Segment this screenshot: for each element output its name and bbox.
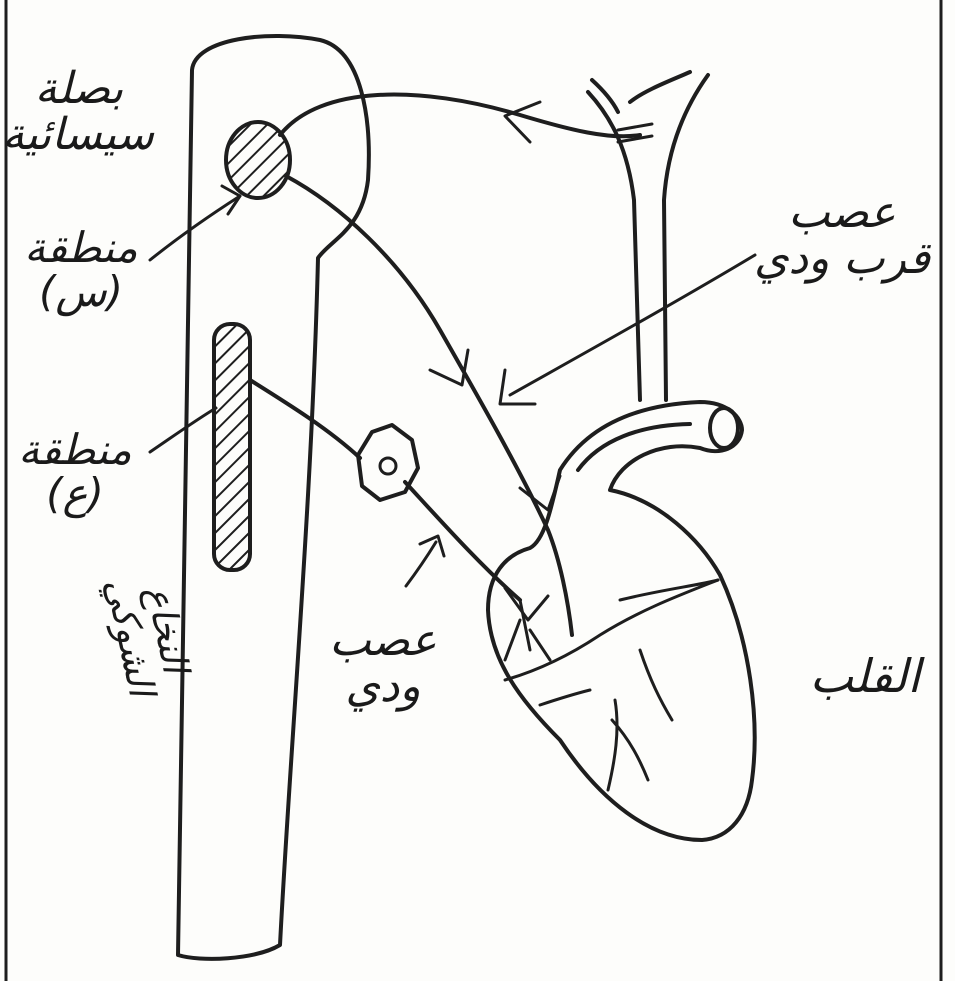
sympathetic-nerve-line-1 [250, 380, 360, 458]
sympathetic-nerve-line-2 [405, 482, 520, 600]
pointer-region-e [150, 408, 216, 452]
heart-nerve-endings-right [608, 650, 672, 790]
label-sympathetic-nerve: عصب ودي [318, 618, 448, 710]
label-parasympathetic-nerve: عصب قرب ودي [742, 190, 942, 282]
carotid-receptor-marks [618, 124, 652, 142]
aorta-opening [710, 408, 738, 448]
label-heart: القلب [790, 652, 940, 700]
afferent-nerve-loop [280, 95, 640, 137]
label-medulla: بصلة سيسائية [4, 66, 154, 158]
region-e-bar [214, 324, 250, 570]
heart-lower-line [540, 690, 590, 705]
heart-septum-line [505, 580, 718, 680]
carotid-branch [592, 72, 690, 112]
label-region-e: منطقة (ع) [0, 428, 150, 516]
label-region-s: منطقة (س) [6, 226, 156, 314]
ganglion-nucleus [380, 458, 396, 474]
carotid-vessel-right [664, 75, 708, 400]
heart-nerve-endings-left [505, 600, 550, 660]
heart-atrium-line [620, 580, 718, 600]
pointer-parasympathetic-head [500, 370, 535, 404]
afferent-arrow-head [505, 102, 540, 142]
pointer-region-s [150, 196, 240, 260]
pointer-parasympathetic [510, 255, 755, 395]
pointer-sympathetic [406, 542, 436, 586]
